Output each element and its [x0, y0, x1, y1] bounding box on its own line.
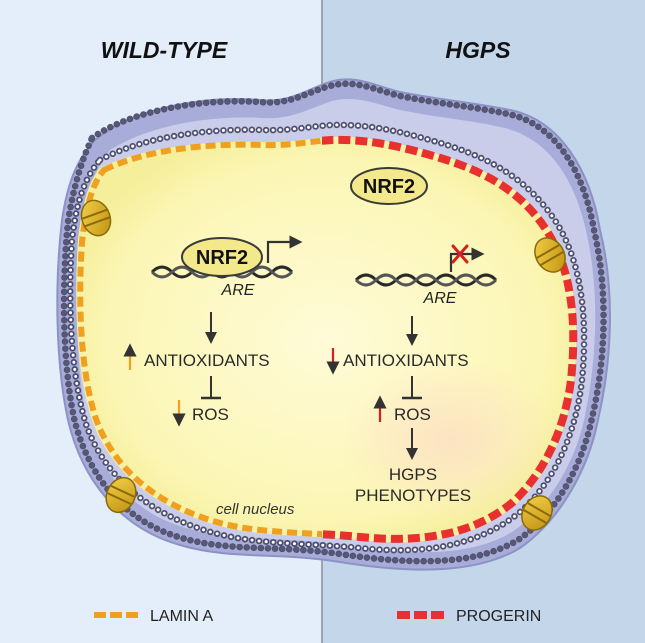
inhibition-bar-left — [201, 376, 221, 400]
phenotypes-label-line2: PHENOTYPES — [355, 486, 471, 505]
blocked-cross-icon — [451, 244, 469, 264]
bilayer-beads-outer — [60, 80, 607, 565]
right-panel-title: HGPS — [445, 37, 511, 63]
stress-spot — [340, 360, 560, 520]
are-label-left: ARE — [221, 282, 255, 299]
legend-lamin-a-swatch — [94, 612, 138, 618]
nrf2-label-right: NRF2 — [363, 176, 415, 198]
ros-label-right: ROS — [394, 405, 431, 424]
ros-label-left: ROS — [192, 405, 229, 424]
nuclear-pore-3 — [534, 237, 566, 273]
phenotypes-label-line1: HGPS — [389, 465, 437, 484]
legend-lamin-a-label: LAMIN A — [150, 608, 213, 625]
nrf2-bubble-right — [350, 167, 428, 205]
nuclear-pore-2 — [105, 476, 137, 514]
bilayer-beads-inner — [66, 121, 588, 554]
dna-helix-right — [354, 273, 498, 287]
progerin-layer — [322, 135, 578, 543]
nuclear-pore-1 — [80, 199, 112, 237]
legend-progerin-swatch — [397, 611, 444, 619]
nrf2-label-left: NRF2 — [196, 247, 248, 269]
transcription-arrow-right — [449, 247, 485, 272]
are-label-right: ARE — [423, 290, 457, 307]
legend-progerin-label: PROGERIN — [456, 608, 541, 625]
left-panel-title: WILD-TYPE — [101, 37, 228, 63]
transcription-arrow-left — [266, 235, 303, 263]
cell-nucleus-label: cell nucleus — [216, 501, 295, 518]
antioxidants-label-left: ANTIOXIDANTS — [144, 351, 270, 370]
inhibition-bar-right — [402, 376, 422, 400]
antioxidants-label-right: ANTIOXIDANTS — [343, 351, 469, 370]
nrf2-bubble-left — [181, 237, 263, 277]
nuclear-pore-4 — [521, 495, 553, 531]
